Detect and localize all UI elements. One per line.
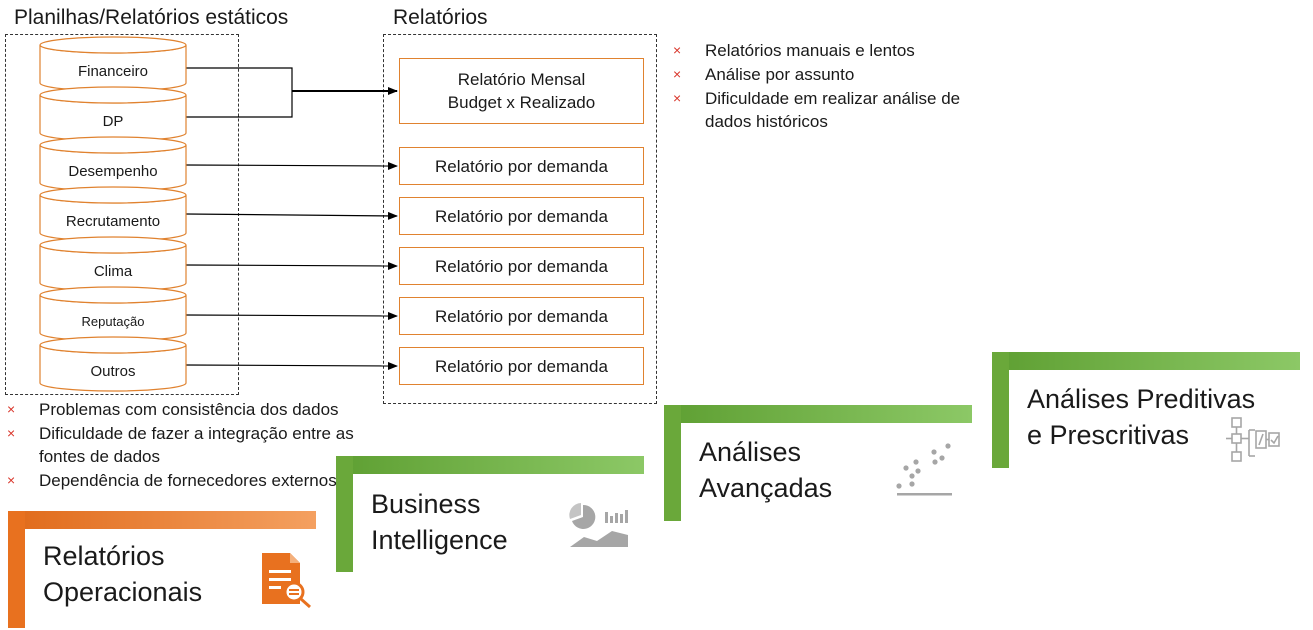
data-source-label: Desempenho: [68, 163, 157, 180]
stage-business-intelligence-label: Business Intelligence: [371, 489, 508, 555]
data-source-label: Clima: [94, 263, 133, 280]
demand-report-box: Relatório por demanda: [399, 197, 644, 235]
pie-bar-area-chart-icon: [569, 503, 628, 547]
arrow-recrutamento: [185, 211, 398, 220]
report-search-icon: [262, 553, 311, 609]
data-source-cylinder: Outros: [39, 336, 187, 392]
decision-flow-icon: [1226, 417, 1280, 462]
data-source-label: DP: [103, 113, 124, 130]
monthly-report-line-1: Relatório Mensal: [457, 70, 586, 89]
data-source-cylinder: Desempenho: [39, 136, 187, 192]
data-source-label: Recrutamento: [66, 213, 160, 230]
data-source-label: Financeiro: [78, 63, 148, 80]
connectors: [185, 67, 398, 370]
issue-item: ×Análise por assunto: [673, 65, 855, 84]
data-source-cylinder: Clima: [39, 236, 187, 292]
sources-issues-list: ×Problemas com consistência dos dados ×D…: [7, 398, 377, 493]
cross-marker-icon: ×: [673, 42, 682, 58]
sources-title: Planilhas/Relatórios estáticos: [14, 6, 289, 29]
data-source-cylinder: DP: [39, 86, 187, 142]
data-source-label: Outros: [90, 363, 135, 380]
data-source-label: Reputação: [82, 314, 145, 329]
data-source-cylinder: Reputação: [39, 286, 187, 342]
stage-predictive-prescriptive-label: Análises Preditivas e Prescritivas: [1027, 384, 1256, 450]
stage-advanced-analytics-label: Análises Avançadas: [699, 437, 833, 503]
data-source-cylinder: Financeiro: [39, 36, 187, 92]
issue-item: ×Dificuldade de fazer a integração entre…: [7, 424, 354, 466]
demand-report-box: Relatório por demanda: [399, 297, 644, 335]
arrow-reputacao: [185, 311, 398, 320]
step-predictive-prescriptive: [992, 352, 1300, 468]
cross-marker-icon: ×: [673, 90, 682, 106]
issue-item: ×Relatórios manuais e lentos: [673, 41, 915, 60]
step-business-intelligence: [336, 456, 644, 572]
arrow-outros: [185, 361, 398, 370]
stage-operational-reports-label: Relatórios Operacionais: [43, 541, 203, 607]
arrow-clima: [185, 261, 398, 270]
demand-report-box: Relatório por demanda: [399, 347, 644, 385]
cross-marker-icon: ×: [673, 66, 682, 82]
data-source-cylinder: Recrutamento: [39, 186, 187, 242]
cross-marker-icon: ×: [7, 401, 16, 417]
demand-report-box: Relatório por demanda: [399, 147, 644, 185]
connector-financeiro-dp: [186, 67, 293, 118]
step-advanced-analytics: [664, 405, 972, 521]
issue-item: ×Problemas com consistência dos dados: [7, 400, 339, 419]
cross-marker-icon: ×: [7, 472, 16, 488]
monthly-report-box: Relatório Mensal Budget x Realizado: [399, 58, 644, 124]
monthly-report-line-2: Budget x Realizado: [447, 93, 596, 112]
reports-group-box: [383, 34, 657, 404]
reports-title: Relatórios: [393, 6, 488, 29]
issue-item: ×Dificuldade em realizar análise de dado…: [673, 89, 961, 131]
issue-item: ×Dependência de fornecedores externos: [7, 471, 337, 490]
step-operational-reports: [8, 511, 316, 628]
scatter-plot-icon: [896, 443, 952, 496]
demand-report-box: Relatório por demanda: [399, 247, 644, 285]
cross-marker-icon: ×: [7, 425, 16, 441]
arrow-desempenho: [185, 161, 398, 170]
reports-issues-list: ×Relatórios manuais e lentos ×Análise po…: [673, 39, 973, 134]
